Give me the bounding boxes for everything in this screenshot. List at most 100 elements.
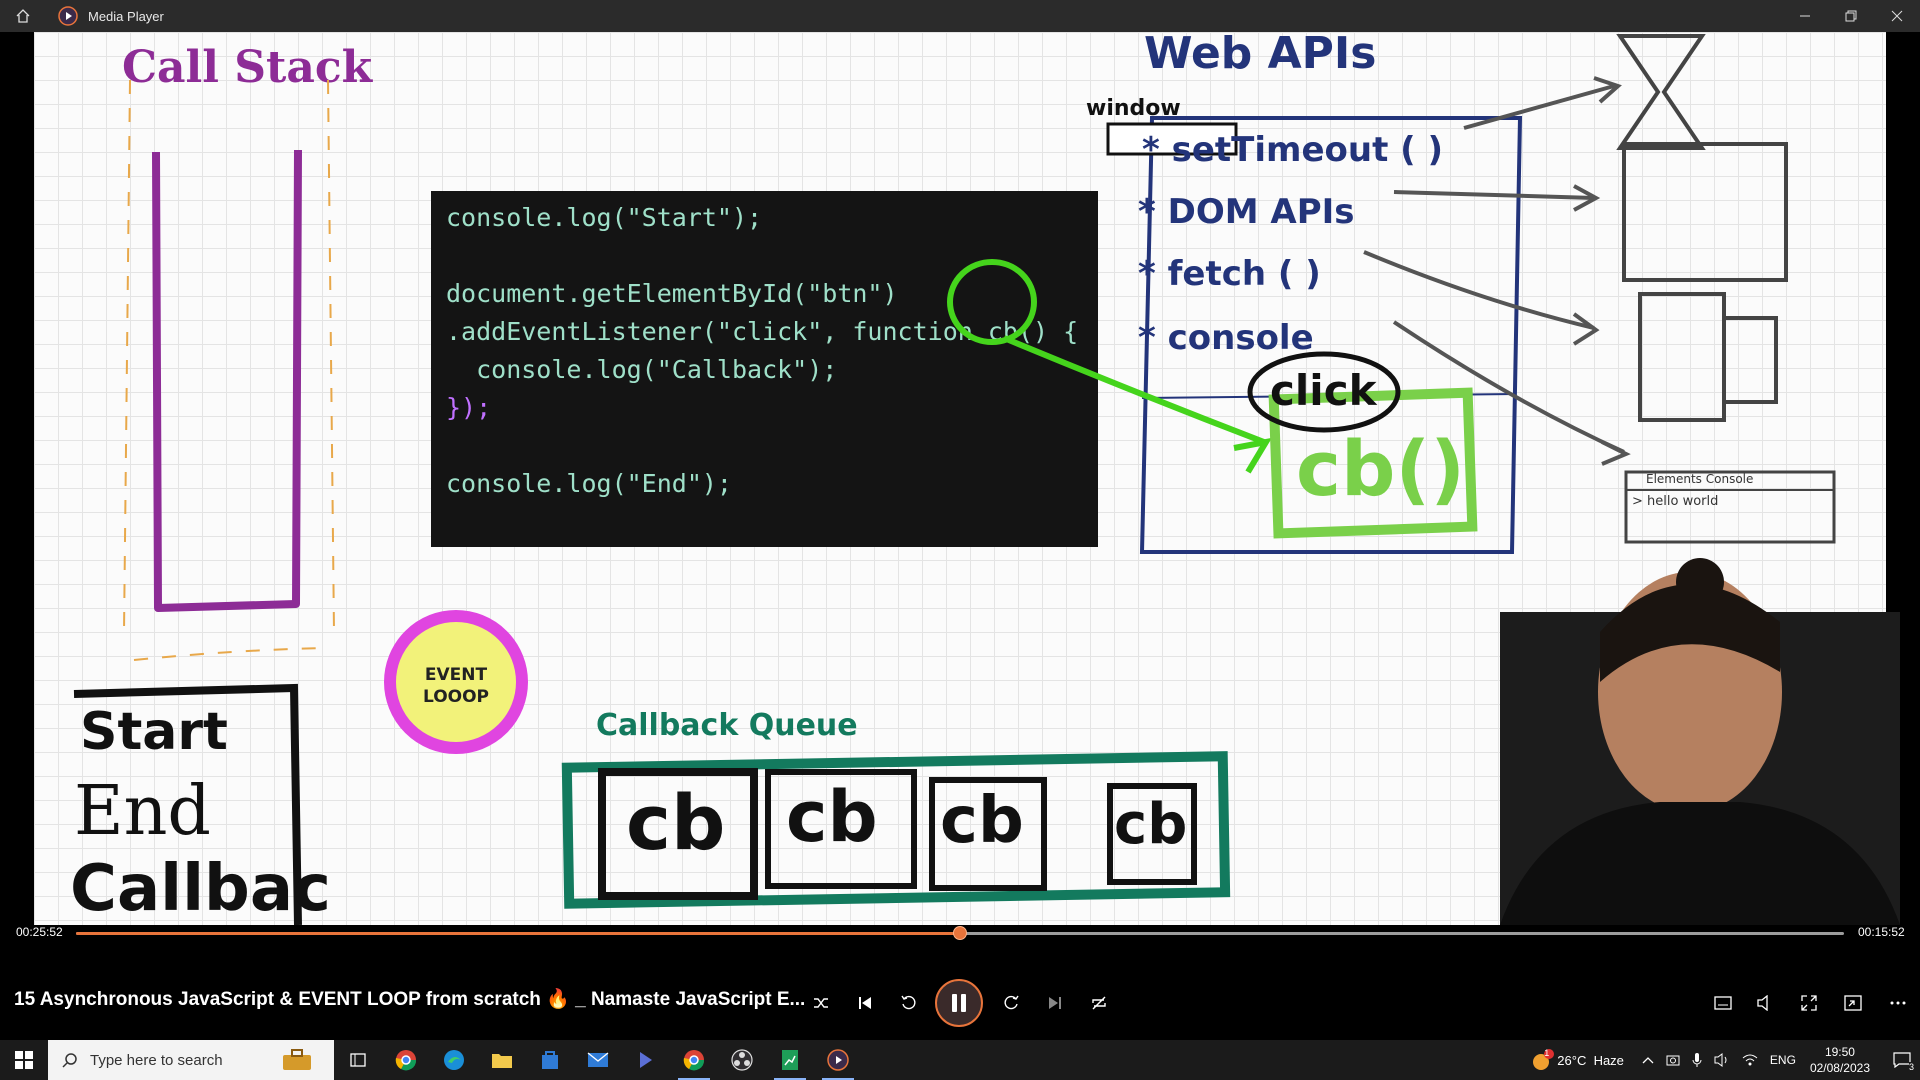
mini-player-button[interactable] (1835, 985, 1871, 1021)
queue-item: cb (1114, 792, 1188, 857)
chrome-icon (395, 1050, 417, 1071)
code-line: document.getElementById("btn") (446, 279, 898, 308)
callback-queue-label: Callback Queue (596, 708, 858, 743)
close-button[interactable] (1874, 0, 1920, 32)
notification-count: 3 (1908, 1062, 1914, 1072)
start-button[interactable] (0, 1040, 48, 1080)
pause-icon (952, 994, 966, 1012)
mail-icon (587, 1052, 609, 1067)
windows-logo-icon (15, 1051, 33, 1069)
call-stack-drawing (123, 79, 335, 661)
chrome-taskbar-button[interactable] (382, 1040, 430, 1080)
api-item: * setTimeout ( ) (1142, 130, 1444, 170)
video-area[interactable]: Call Stack console.log("Start"); documen… (0, 32, 1920, 925)
code-line: console.log("Callback"); (446, 355, 838, 384)
home-button[interactable] (0, 0, 46, 32)
clock-time: 19:50 (1824, 1045, 1855, 1059)
task-view-icon (350, 1053, 366, 1067)
more-options-button[interactable] (1880, 985, 1916, 1021)
clock[interactable]: 19:50 02/08/2023 (1810, 1044, 1870, 1076)
fullscreen-button[interactable] (1791, 985, 1827, 1021)
previous-button[interactable] (847, 985, 883, 1021)
notification-icon (1893, 1052, 1911, 1068)
annotations (73, 34, 1836, 925)
chevron-up-icon[interactable] (1642, 1056, 1654, 1064)
devtools-tabs: Elements Console (1646, 472, 1754, 486)
home-icon (16, 9, 30, 23)
sheets-button[interactable] (766, 1040, 814, 1080)
weather-badge: 1 (1544, 1048, 1550, 1058)
shuffle-icon (814, 998, 828, 1008)
code-line: console.log("End"); (446, 469, 732, 498)
chrome-icon (683, 1050, 705, 1071)
task-view-button[interactable] (334, 1040, 382, 1080)
next-button[interactable] (1037, 985, 1073, 1021)
weather-text: 26°C Haze (1557, 1052, 1624, 1068)
media-player-icon (58, 6, 78, 26)
pause-button[interactable] (935, 979, 983, 1027)
spreadsheet-icon (782, 1050, 798, 1070)
code-line: console.log("Start"); (446, 203, 763, 232)
window-label: window (1086, 96, 1181, 121)
briefcase-icon (283, 1049, 311, 1070)
notifications-button[interactable]: 3 (1884, 1040, 1920, 1080)
volume-button[interactable] (1747, 985, 1783, 1021)
taskbar: Type here to search 1 26°C Haze ENG 19:5… (0, 1040, 1920, 1080)
folder-icon (492, 1054, 512, 1068)
code-line: }); (446, 393, 492, 422)
search-icon (62, 1053, 77, 1068)
store-button[interactable] (526, 1040, 574, 1080)
media-player-taskbar-button[interactable] (814, 1040, 862, 1080)
code-snippet: console.log("Start"); document.getElemen… (431, 191, 1098, 547)
repeat-off-icon (1092, 996, 1106, 1010)
captions-icon (1714, 996, 1732, 1010)
power-automate-icon (640, 1052, 652, 1068)
skip-previous-icon (859, 997, 871, 1009)
presenter-webcam (1500, 558, 1900, 925)
media-player-icon (827, 1049, 849, 1071)
seek-bar[interactable] (76, 926, 1844, 940)
speaker-icon[interactable] (1714, 1053, 1730, 1067)
clock-date: 02/08/2023 (1809, 1061, 1870, 1075)
queue-item: cb (786, 776, 878, 858)
console-output-line: Callbac (70, 852, 331, 925)
search-placeholder: Type here to search (90, 1051, 223, 1069)
power-automate-button[interactable] (622, 1040, 670, 1080)
mini-player-icon (1844, 995, 1862, 1011)
restore-button[interactable] (1828, 0, 1874, 32)
taskbar-search[interactable]: Type here to search (48, 1040, 334, 1080)
obs-button[interactable] (718, 1040, 766, 1080)
close-icon (1891, 10, 1903, 22)
camera-icon[interactable] (1666, 1053, 1680, 1067)
shuffle-button[interactable] (803, 985, 839, 1021)
store-icon (542, 1051, 558, 1069)
wifi-icon[interactable] (1742, 1054, 1758, 1066)
player-controls: 00:25:52 00:15:52 15 Asynchronous JavaSc… (0, 925, 1920, 1040)
captions-button[interactable] (1705, 985, 1741, 1021)
edge-taskbar-button[interactable] (430, 1040, 478, 1080)
minimize-icon (1800, 15, 1810, 17)
rewind-10-button[interactable] (891, 985, 927, 1021)
language-indicator[interactable]: ENG (1769, 1053, 1796, 1067)
weather-hazard-icon (1533, 1049, 1555, 1070)
seek-thumb[interactable] (953, 926, 967, 940)
cb-label: cb() (1296, 424, 1465, 513)
call-stack-label: Call Stack (122, 42, 373, 93)
fullscreen-icon (1801, 995, 1817, 1011)
api-item: * console (1138, 318, 1314, 358)
microphone-icon[interactable] (1692, 1052, 1702, 1068)
repeat-button[interactable] (1081, 985, 1117, 1021)
devtools-output: > hello world (1632, 494, 1719, 509)
weather-widget[interactable]: 1 26°C Haze (1531, 1048, 1624, 1071)
rewind-10-icon (901, 995, 916, 1010)
api-item: * DOM APIs (1138, 192, 1355, 232)
chrome-profile-button[interactable] (670, 1040, 718, 1080)
console-output-line: End (74, 772, 211, 851)
minimize-button[interactable] (1782, 0, 1828, 32)
api-item: * fetch ( ) (1138, 254, 1321, 294)
file-explorer-button[interactable] (478, 1040, 526, 1080)
forward-30-button[interactable] (993, 985, 1029, 1021)
mail-button[interactable] (574, 1040, 622, 1080)
skip-next-icon (1049, 997, 1061, 1009)
click-label: click (1270, 366, 1377, 415)
